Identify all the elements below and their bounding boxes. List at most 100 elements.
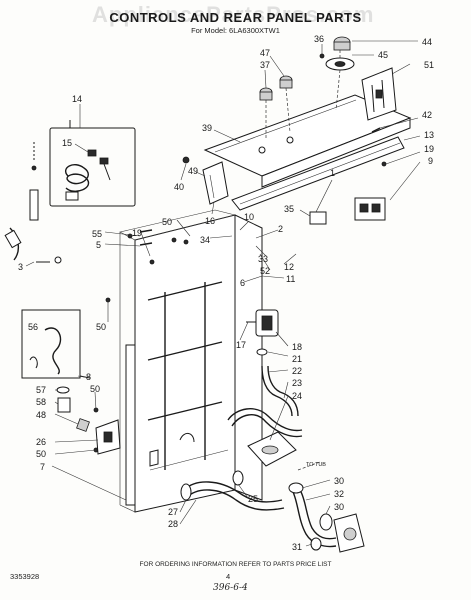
control-panel-assembly [182, 36, 412, 246]
rear-panel-sheet [134, 214, 236, 513]
power-cord [65, 164, 90, 192]
callout-6: 6 [240, 278, 245, 288]
console-panel-front [261, 117, 411, 188]
callout-48: 48 [36, 410, 46, 420]
water-level-switch [354, 197, 386, 221]
callout-45: 45 [378, 50, 388, 60]
callout-10: 10 [244, 212, 254, 222]
callout-7: 7 [40, 462, 45, 472]
callout-51: 51 [424, 60, 434, 70]
callout-50-top: 50 [162, 217, 172, 227]
callout-23: 23 [292, 378, 302, 388]
clamp-30 [288, 482, 304, 494]
clamp-30b [319, 513, 333, 531]
callout-13: 13 [424, 130, 434, 140]
callout-47: 47 [260, 48, 270, 58]
ordering-note: FOR ORDERING INFORMATION REFER TO PARTS … [139, 561, 332, 568]
callout-19-right: 19 [424, 144, 434, 154]
callout-to-tub: TO TUB [306, 462, 326, 468]
callout-35: 35 [284, 204, 294, 214]
panel-hole [286, 136, 294, 144]
model-subtitle: For Model: 6LA6300XTW1 [191, 26, 280, 35]
part-35 [309, 211, 327, 225]
callout-56: 56 [28, 322, 38, 332]
control-bracket [231, 136, 405, 211]
callout-16: 16 [205, 216, 215, 226]
rear-panel [93, 209, 263, 513]
callout-24: 24 [292, 391, 302, 401]
callout-3: 3 [18, 262, 23, 272]
callout-28: 28 [168, 519, 178, 529]
power-cord-kit [49, 120, 136, 207]
leader-lines [25, 40, 421, 547]
callout-8: 8 [86, 372, 91, 382]
page-number: 4 [226, 572, 231, 581]
callout-27: 27 [168, 507, 178, 517]
hose-clamp [29, 189, 39, 221]
callout-57: 57 [36, 385, 46, 395]
callout-40: 40 [174, 182, 184, 192]
callout-55: 55 [92, 229, 102, 239]
callout-42: 42 [422, 110, 432, 120]
callout-25: 25 [248, 494, 258, 504]
callout-50-bottom: 50 [36, 449, 46, 459]
callout-15: 15 [62, 138, 72, 148]
cord-kit-box [49, 127, 136, 207]
callout-5: 5 [96, 240, 101, 250]
callout-1: 1 [330, 168, 335, 178]
callout-39: 39 [202, 123, 212, 133]
callout-labels: 36 44 47 37 45 51 14 42 39 13 15 49 19 4… [18, 34, 434, 552]
callout-22: 22 [292, 366, 302, 376]
hose-clamp-27 [180, 483, 192, 501]
channel-7 [125, 344, 136, 506]
callout-50-mid: 50 [96, 322, 106, 332]
callout-33: 33 [258, 254, 268, 264]
callout-9: 9 [428, 156, 433, 166]
coupling-57 [56, 386, 70, 394]
screw-36 [319, 53, 325, 59]
hose-clamp-25 [232, 470, 244, 486]
drain-hose-box [21, 309, 81, 379]
callout-50-low: 50 [90, 384, 100, 394]
watermark-text: AppliancePartsPros.com [92, 2, 375, 27]
callout-2: 2 [278, 224, 283, 234]
callout-36: 36 [314, 34, 324, 44]
rear-panel-side [234, 214, 263, 501]
callout-21: 21 [292, 354, 302, 364]
pump-and-hoses [149, 309, 365, 553]
handwritten-note: 396-6-4 [213, 583, 248, 593]
callout-32: 32 [334, 489, 344, 499]
callout-30-bottom: 30 [334, 502, 344, 512]
drain-hose [44, 327, 62, 375]
callout-31: 31 [292, 542, 302, 552]
callout-58: 58 [36, 397, 46, 407]
clamp-48 [76, 418, 90, 432]
knob-37-body [279, 79, 293, 89]
drain-hose-parts [4, 142, 121, 455]
coupling-58 [57, 397, 71, 413]
callout-34: 34 [200, 235, 210, 245]
clamp-31 [310, 537, 322, 551]
selector-switch [202, 161, 229, 205]
callout-11: 11 [286, 274, 295, 284]
document-number: 3353928 [10, 572, 40, 581]
callout-14: 14 [72, 94, 82, 104]
callout-19-left: 19 [132, 228, 142, 238]
knob-47-body [259, 91, 273, 101]
callout-52: 52 [260, 266, 270, 276]
callout-18: 18 [292, 342, 302, 352]
callout-30-top: 30 [334, 476, 344, 486]
clip-40 [182, 156, 190, 164]
callout-17: 17 [236, 340, 246, 350]
timer-dial-center [334, 61, 346, 67]
hose-22 [261, 365, 293, 417]
panel-hole [258, 146, 266, 154]
timer-knob-body [333, 41, 351, 51]
callout-26: 26 [36, 437, 46, 447]
cap-21 [256, 348, 268, 356]
callout-37: 37 [260, 60, 270, 70]
callout-12: 12 [284, 262, 294, 272]
callout-49: 49 [188, 166, 198, 176]
